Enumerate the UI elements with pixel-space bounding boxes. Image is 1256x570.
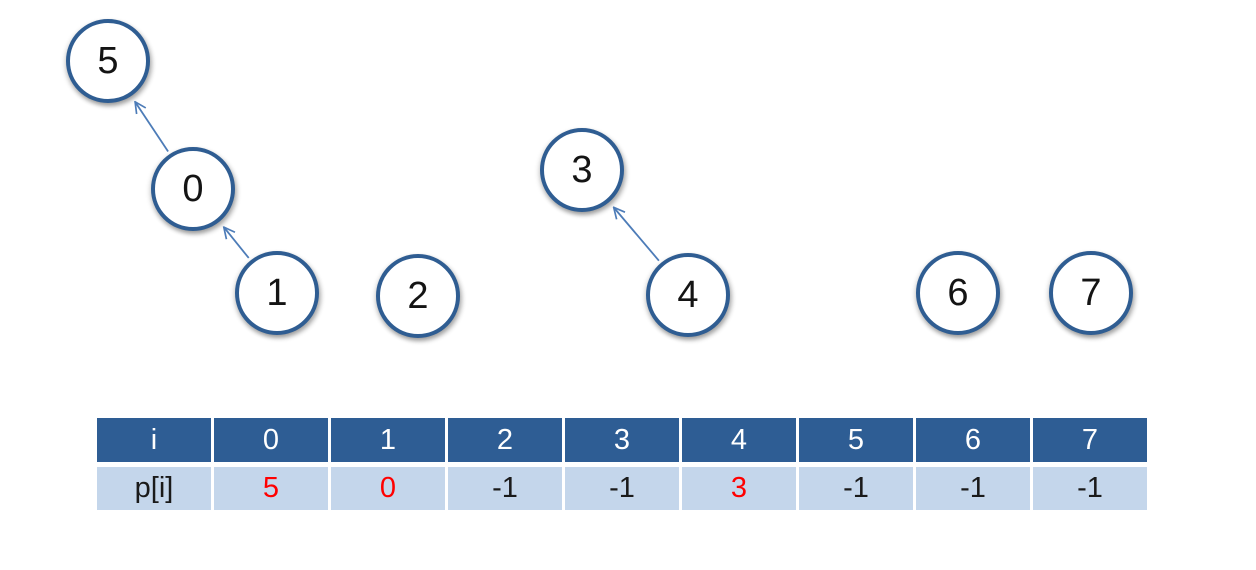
table-header-cell-2: 2	[448, 418, 562, 462]
table-value-cell-1: 0	[331, 467, 445, 510]
table-header-cell-6: 6	[916, 418, 1030, 462]
node-label: 1	[266, 272, 288, 314]
table-value-cell-7: -1	[1033, 467, 1147, 510]
table-header-cell-7: 7	[1033, 418, 1147, 462]
table-value-cell-5: -1	[799, 467, 913, 510]
parent-arrow-4-to-3	[614, 207, 660, 262]
tree-node-0: 0	[151, 147, 235, 231]
node-label: 5	[97, 40, 119, 82]
tree-node-3: 3	[540, 128, 624, 212]
table-value-cell-4: 3	[682, 467, 796, 510]
node-label: 6	[947, 272, 969, 314]
node-label: 2	[407, 275, 429, 317]
tree-node-6: 6	[916, 251, 1000, 335]
parent-arrow-1-to-0	[224, 227, 250, 259]
tree-node-7: 7	[1049, 251, 1133, 335]
table-header-cell-0: 0	[214, 418, 328, 462]
tree-node-4: 4	[646, 253, 730, 337]
node-label: 7	[1080, 272, 1102, 314]
node-label: 3	[571, 149, 593, 191]
table-value-cell-2: -1	[448, 467, 562, 510]
parent-arrow-0-to-5	[135, 102, 169, 153]
table-header-cell-4: 4	[682, 418, 796, 462]
table-header-cell-5: 5	[799, 418, 913, 462]
table-header-label: i	[97, 418, 211, 462]
tree-node-1: 1	[235, 251, 319, 335]
table-row-label: p[i]	[97, 467, 211, 510]
table-value-cell-6: -1	[916, 467, 1030, 510]
tree-node-2: 2	[376, 254, 460, 338]
table-header-cell-1: 1	[331, 418, 445, 462]
table-value-cell-0: 5	[214, 467, 328, 510]
table-value-cell-3: -1	[565, 467, 679, 510]
table-header-cell-3: 3	[565, 418, 679, 462]
tree-node-5: 5	[66, 19, 150, 103]
node-label: 0	[182, 168, 204, 210]
node-label: 4	[677, 274, 699, 316]
